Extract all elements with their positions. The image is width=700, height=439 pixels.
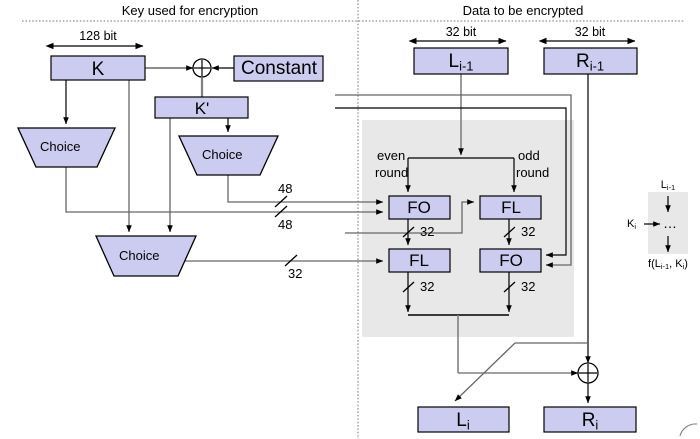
- odd-round-label-line2: round: [516, 165, 550, 180]
- input-right-box[interactable]: [543, 47, 638, 75]
- bus-label-fl-bottom: 32: [420, 279, 435, 294]
- output-right-box[interactable]: [543, 406, 637, 433]
- choice-bottom-label: Choice: [119, 248, 160, 263]
- label-128bit: 128 bit: [79, 29, 117, 43]
- round-shaded-region: [362, 120, 574, 337]
- kprime-box[interactable]: [154, 96, 249, 119]
- fl-bottom-box[interactable]: [388, 248, 451, 273]
- bus-label-fl-top: 32: [521, 224, 536, 239]
- fo-bottom-box[interactable]: [479, 248, 542, 273]
- output-left-label: Li: [456, 410, 470, 433]
- constant-box-label: Constant: [240, 58, 318, 79]
- fo-bottom-label: FO: [499, 251, 523, 270]
- fo-top-box[interactable]: [388, 195, 451, 220]
- output-right-label: Ri: [581, 410, 599, 433]
- wire-feedback-inner: [335, 107, 567, 258]
- fl-top-box[interactable]: [479, 195, 542, 220]
- bus-slash-32-key: [284, 254, 298, 267]
- input-right-label: Ri-1: [575, 51, 605, 74]
- bus-slash-48-bottom: [274, 205, 288, 218]
- bus-slash-fl-bottom: [402, 281, 415, 293]
- bus-slash-48-top: [274, 195, 288, 208]
- input-left-box[interactable]: [413, 47, 509, 75]
- fo-top-label: FO: [407, 198, 431, 217]
- label-32bit-right: 32 bit: [574, 25, 606, 39]
- fl-bottom-label: FL: [409, 251, 429, 270]
- choice-mid-shape[interactable]: [177, 135, 280, 176]
- bus-slash-fl-top: [503, 226, 516, 238]
- wire-choice-left-to-fo: [65, 167, 384, 215]
- section-title-key: Key used for encryption: [121, 3, 259, 18]
- key-box[interactable]: [50, 55, 146, 81]
- output-left-box[interactable]: [417, 406, 510, 433]
- input-left-label: Li-1: [448, 51, 474, 74]
- bus-slash-fo-bottom: [503, 281, 516, 293]
- odd-round-label-line1: odd: [518, 148, 540, 163]
- wire-choice-mid-to-fo: [227, 175, 384, 205]
- label-32bit-left: 32 bit: [445, 25, 477, 39]
- legend-input-label: Li-1: [660, 179, 676, 193]
- choice-bottom-shape[interactable]: [94, 235, 198, 277]
- bus-slash-fo-top: [402, 226, 415, 238]
- wire-diagonal-to-lout: [454, 342, 588, 402]
- even-round-label-line1: even: [377, 148, 406, 163]
- fl-top-label: FL: [501, 198, 521, 217]
- bus-label-32-key: 32: [288, 266, 303, 281]
- corner-arc-decoration: [679, 423, 698, 437]
- constant-box[interactable]: [233, 55, 324, 82]
- bus-label-fo-bottom: 32: [521, 279, 536, 294]
- bus-label-48-top: 48: [278, 181, 293, 196]
- wire-fo-out-to-fl-top-in: [345, 199, 475, 234]
- legend-result-label: f(Li-1, Ki): [648, 258, 688, 272]
- bus-label-48-bottom: 48: [278, 217, 293, 232]
- even-round-label-line2: round: [375, 165, 409, 180]
- legend-ellipsis-label: …: [663, 215, 677, 231]
- bus-label-fo-top: 32: [420, 224, 435, 239]
- kprime-box-label: K': [194, 99, 210, 118]
- choice-left-label: Choice: [40, 139, 81, 154]
- key-box-label: K: [91, 59, 105, 80]
- choice-left-shape[interactable]: [16, 127, 117, 168]
- section-title-data: Data to be encrypted: [462, 3, 584, 18]
- wire-feedback-outer: [335, 94, 572, 268]
- choice-mid-label: Choice: [202, 147, 243, 162]
- legend-key-label: Ki: [627, 218, 637, 232]
